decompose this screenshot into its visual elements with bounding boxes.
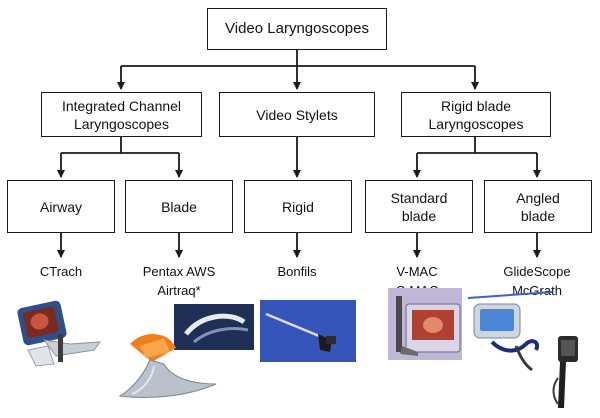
- type-line1: Blade: [161, 198, 197, 215]
- device-line1: V-MAC: [396, 264, 438, 279]
- root-title: Video Laryngoscopes: [225, 20, 369, 37]
- device-line1: CTrach: [39, 264, 83, 279]
- category-line2: Laryngoscopes: [74, 115, 169, 132]
- category-integrated-channel: Integrated Channel Laryngoscopes: [41, 92, 202, 137]
- type-line1: Angled: [516, 189, 560, 206]
- device-line1: Pentax AWS: [142, 264, 216, 279]
- device-label-pentax-airtraq: Pentax AWS Airtraq*: [124, 262, 234, 300]
- category-video-stylets: Video Stylets: [219, 92, 375, 137]
- device-label-bonfils: Bonfils: [247, 262, 347, 281]
- ctrach-device-photo: [17, 300, 102, 367]
- type-line1: Rigid: [282, 198, 314, 215]
- type-line1: Standard: [390, 189, 448, 206]
- type-blade: Blade: [125, 180, 233, 233]
- type-angled-blade: Angled blade: [484, 180, 592, 233]
- device-line2: Airtraq*: [157, 283, 201, 298]
- device-line1: Bonfils: [277, 264, 317, 279]
- category-rigid-blade: Rigid blade Laryngoscopes: [401, 92, 551, 137]
- root-box: Video Laryngoscopes: [207, 8, 387, 50]
- pentax-airtraq-device-photo: [118, 304, 254, 398]
- device-label-ctrach: CTrach: [11, 262, 111, 281]
- category-line2: Laryngoscopes: [428, 115, 524, 132]
- category-line1: Rigid blade: [440, 97, 512, 114]
- type-standard-blade: Standard blade: [365, 180, 473, 233]
- type-airway: Airway: [7, 180, 115, 233]
- vmac-cmac-device-photo: [388, 288, 462, 360]
- category-line1: Video Stylets: [256, 106, 338, 123]
- type-rigid: Rigid: [244, 180, 352, 233]
- type-line2: blade: [401, 207, 437, 224]
- bonfils-device-photo: [260, 300, 356, 362]
- type-line1: Airway: [39, 198, 82, 215]
- category-line1: Integrated Channel: [61, 97, 182, 114]
- type-line2: blade: [520, 207, 556, 224]
- device-line1: GlideScope: [503, 264, 571, 279]
- glidescope-mcgrath-device-photo: [467, 291, 578, 408]
